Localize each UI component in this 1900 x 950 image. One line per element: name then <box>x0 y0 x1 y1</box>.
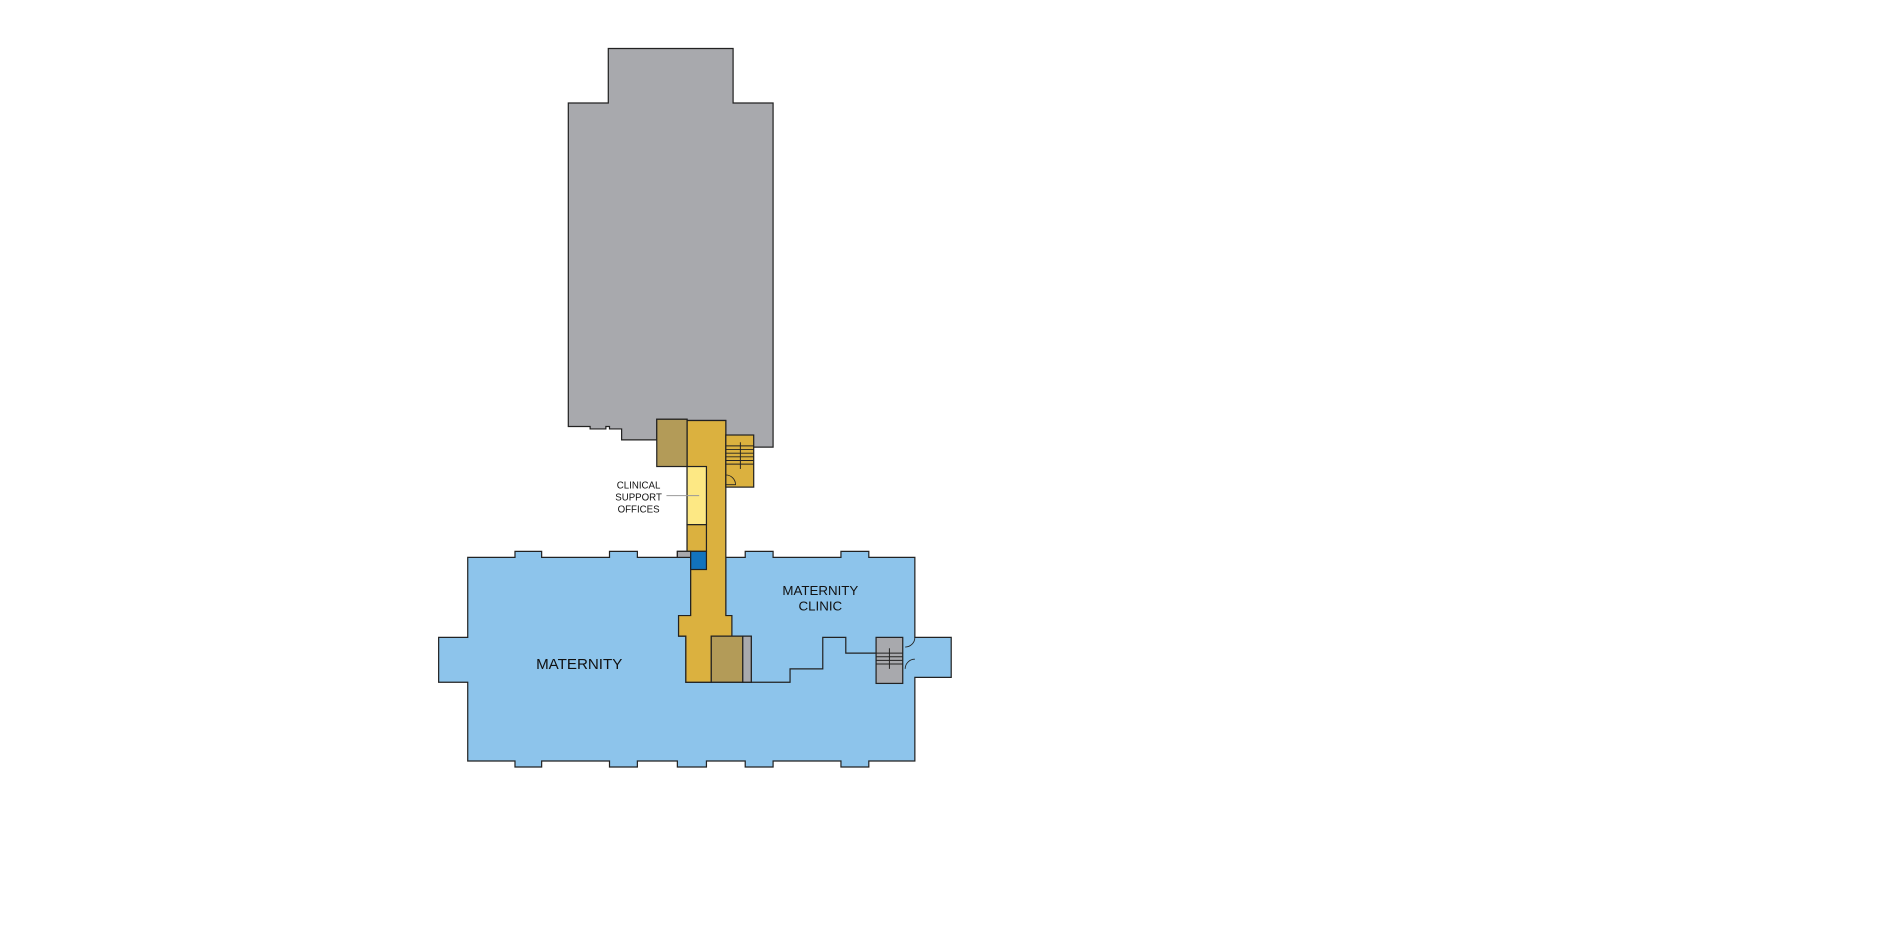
support-room-top <box>656 418 688 468</box>
blue-room <box>690 550 708 571</box>
maternity-clinic-label: MATERNITY <box>782 583 858 598</box>
maternity-clinic-label: CLINIC <box>799 599 843 614</box>
small-gray-room <box>676 550 692 559</box>
stair-icon <box>725 434 755 488</box>
support-room-bottom <box>710 635 744 683</box>
label-line: CLINICAL <box>617 480 661 491</box>
stair-icon <box>875 636 916 685</box>
label-line: OFFICES <box>618 505 661 516</box>
existing-building <box>567 47 774 448</box>
maternity-label: MATERNITY <box>536 656 622 673</box>
corridor-room <box>686 524 708 552</box>
label-line: SUPPORT <box>615 492 662 503</box>
clinical-support-offices-label: CLINICAL SUPPORT OFFICES <box>615 480 700 516</box>
gray-strip <box>742 635 752 683</box>
clinic-partition-wall <box>751 636 877 683</box>
